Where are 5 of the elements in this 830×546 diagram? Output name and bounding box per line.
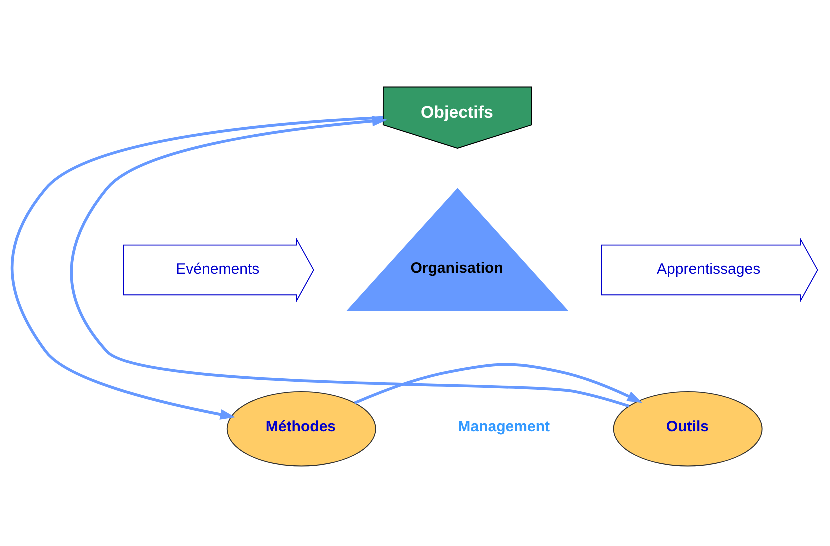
arrow (70, 116, 630, 408)
node-ellipse: Méthodes (226, 391, 376, 466)
arrow (354, 362, 642, 404)
arrow (10, 116, 384, 420)
label: Management (458, 418, 550, 436)
